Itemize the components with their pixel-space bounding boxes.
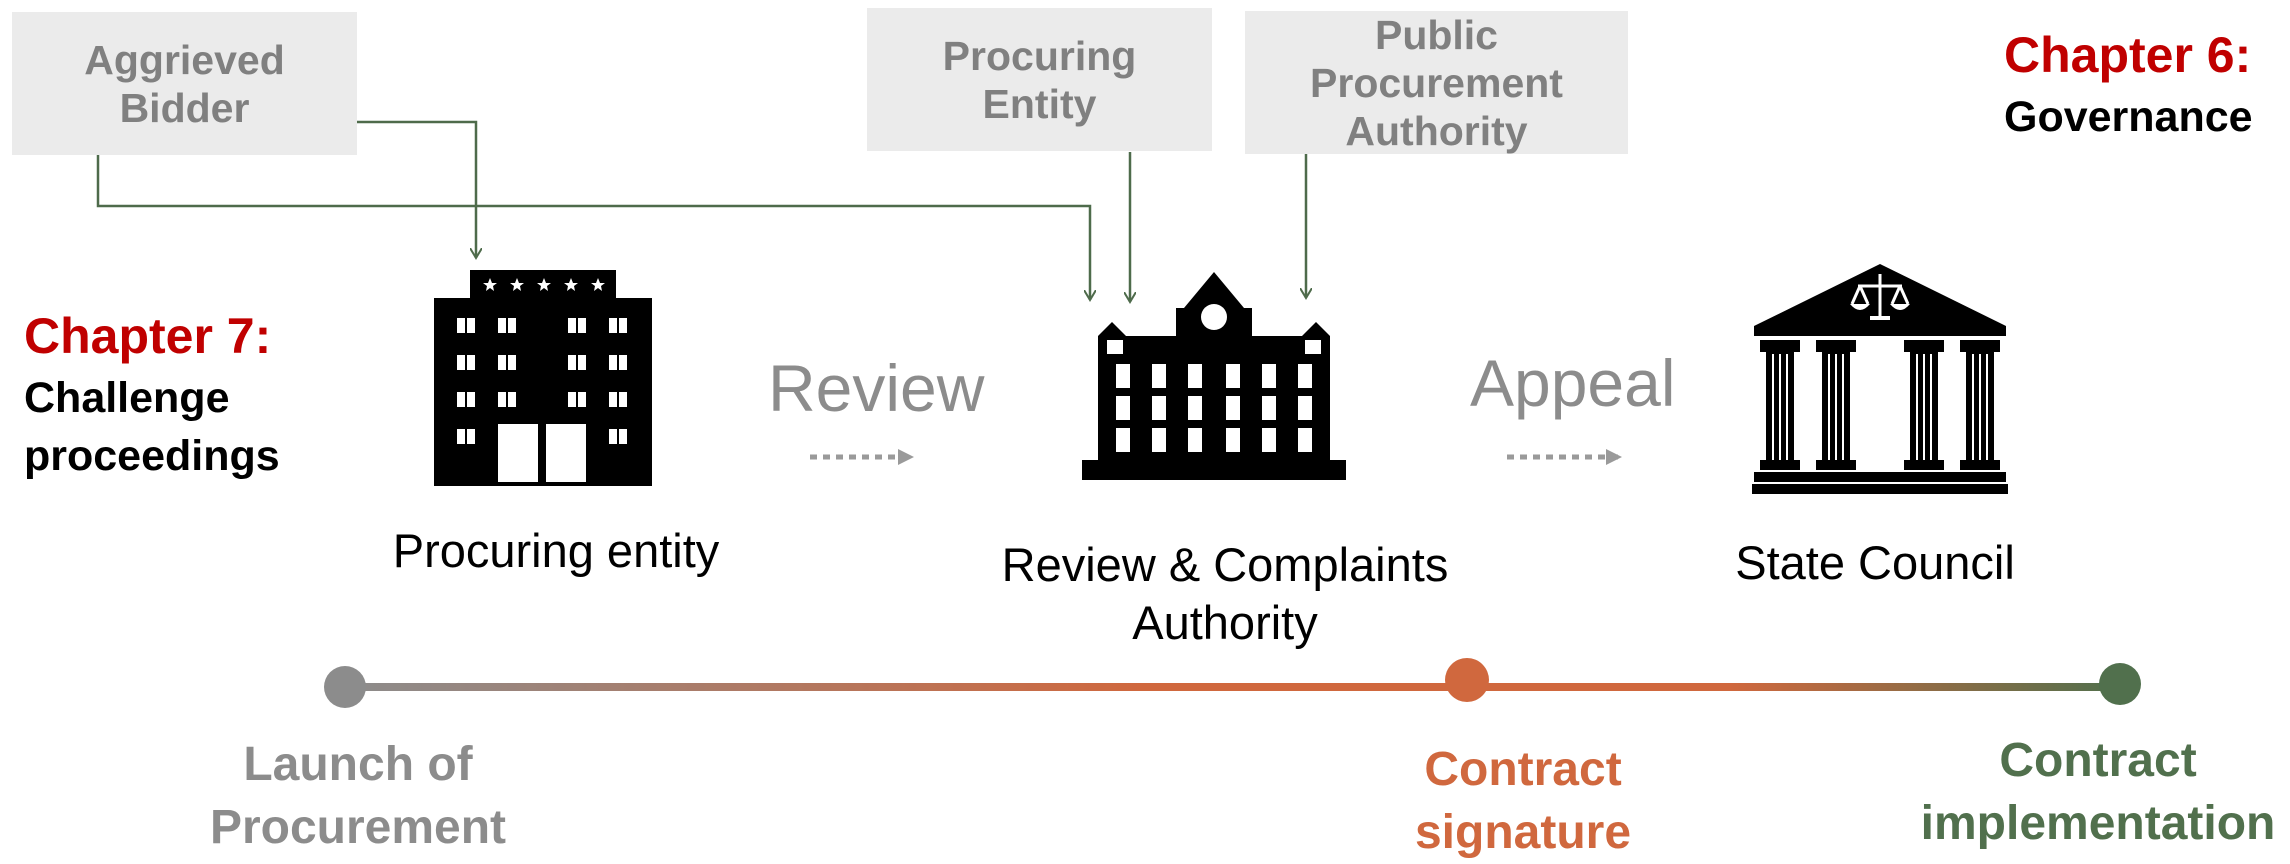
- implementation-milestone-label: Contract implementation: [1920, 734, 2276, 850]
- public-procurement-authority-box: Public Procurement Authority: [1245, 11, 1628, 154]
- public-procurement-authority-label: Public Procurement Authority: [1310, 11, 1563, 154]
- chapter-6-title: Chapter 6:: [2004, 27, 2252, 83]
- appeal-action-label: Appeal: [1470, 346, 1676, 420]
- signature-milestone-dot: [1445, 658, 1489, 702]
- state-council-stage-label: State Council: [1735, 536, 2015, 589]
- courthouse-scales-icon: [1752, 264, 2008, 494]
- procuring-entity-box: Procuring Entity: [867, 8, 1212, 151]
- launch-milestone-dot: [324, 666, 366, 708]
- procuring-entity-actor-label: Procuring Entity: [942, 32, 1137, 127]
- signature-milestone-label: Contract signature: [1414, 743, 1632, 859]
- procuring-entity-stage-label: Procuring entity: [392, 524, 720, 577]
- implementation-milestone-dot: [2099, 663, 2141, 705]
- review-action-label: Review: [768, 351, 985, 425]
- chapter-7-title: Chapter 7:: [24, 308, 272, 364]
- chapter-6-subtitle: Governance: [2004, 93, 2253, 141]
- review-authority-stage-label: Review & Complaints Authority: [1001, 538, 1449, 649]
- office-building-icon: [434, 270, 652, 486]
- chapter-7-subtitle: Challenge proceedings: [24, 374, 280, 480]
- launch-milestone-label: Launch of Procurement: [209, 738, 507, 854]
- aggrieved-bidder-label: Aggrieved Bidder: [84, 36, 285, 131]
- bidder-to-entity-arrow: [357, 120, 476, 258]
- government-building-icon: [1082, 272, 1346, 480]
- bidder-to-authority-arrow: [96, 146, 1090, 300]
- aggrieved-bidder-box: Aggrieved Bidder: [12, 12, 357, 155]
